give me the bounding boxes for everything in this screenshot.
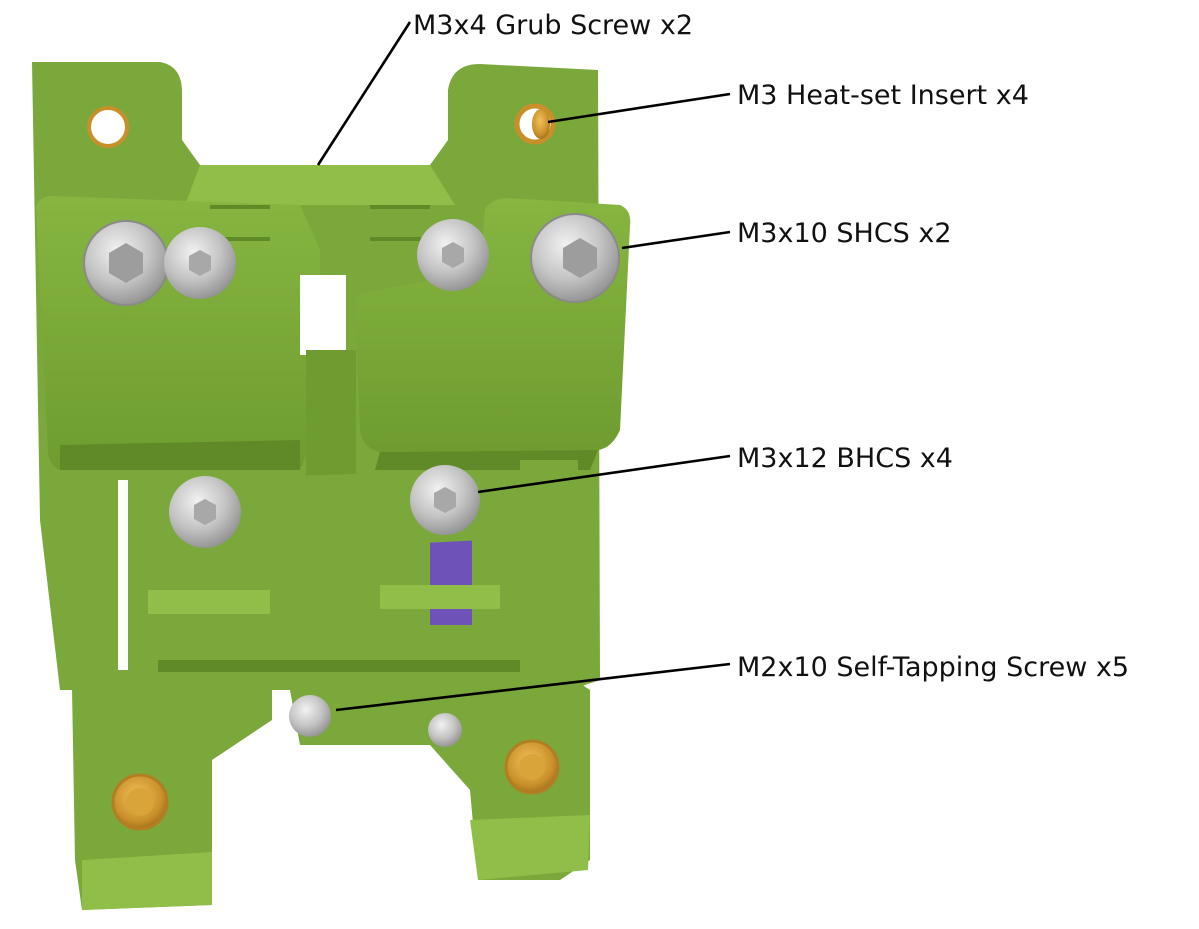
callout-labels: M3x4 Grub Screw x2 M3 Heat-set Insert x4…	[413, 10, 1129, 683]
leader-grub-screw	[316, 21, 412, 166]
label-heat-set-insert: M3 Heat-set Insert x4	[737, 80, 1029, 111]
leader-bhcs	[477, 454, 731, 494]
frame-rail-right	[520, 460, 578, 690]
leader-self-tapping-screw	[335, 662, 731, 712]
self-tapping-screw-2	[428, 713, 462, 747]
leader-lines	[316, 21, 731, 712]
label-bhcs: M3x12 BHCS x4	[737, 443, 953, 474]
screws	[83, 213, 620, 747]
lower-clamp	[165, 470, 485, 630]
label-self-tapping-screw: M2x10 Self-Tapping Screw x5	[737, 652, 1129, 683]
leader-shcs	[621, 230, 731, 250]
label-grub-screw: M3x4 Grub Screw x2	[413, 10, 693, 41]
leader-heat-set-insert	[547, 92, 731, 124]
printed-part	[32, 62, 631, 910]
foot-left	[72, 680, 272, 910]
heat-set-insert-hole-top-left	[87, 106, 129, 148]
frame-rail-left	[62, 470, 122, 690]
center-window	[300, 275, 346, 355]
label-shcs: M3x10 SHCS x2	[737, 218, 952, 249]
self-tapping-screw-1	[289, 695, 331, 737]
